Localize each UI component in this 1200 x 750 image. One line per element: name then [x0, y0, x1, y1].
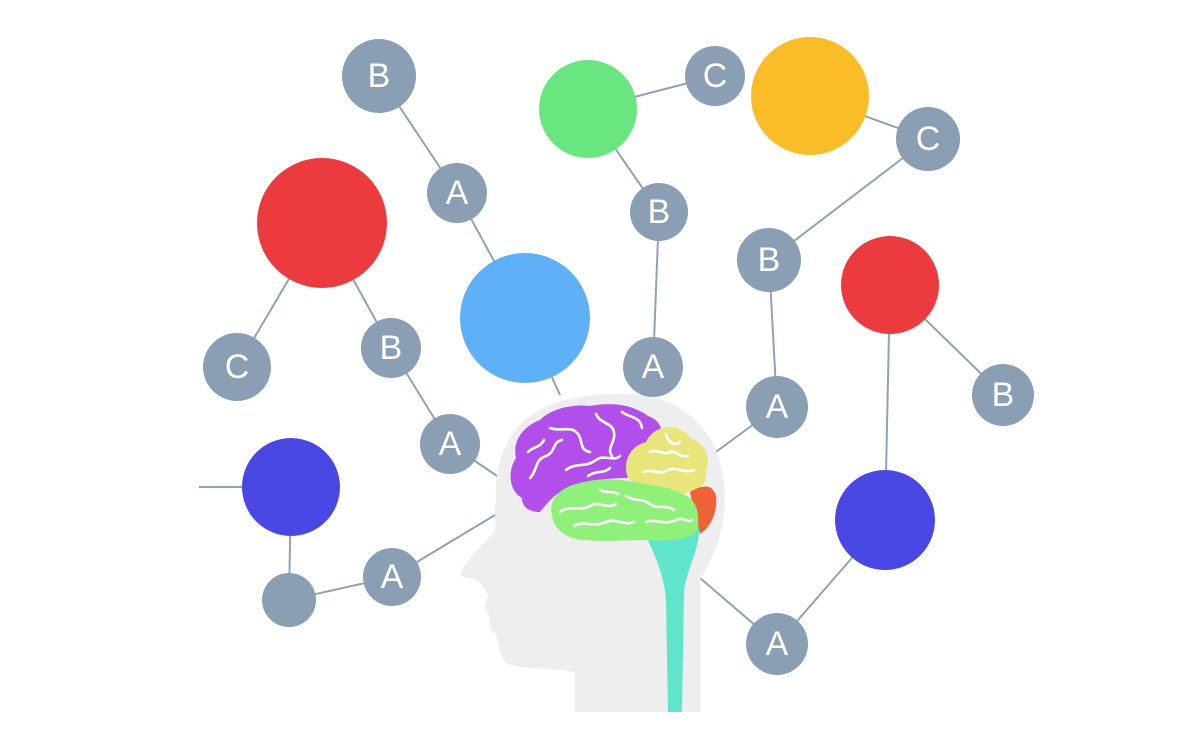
node-label: C — [703, 57, 728, 95]
node-a-center: A — [623, 337, 683, 397]
node-b-mid-left: B — [361, 318, 421, 378]
node-label: B — [368, 57, 391, 95]
node-label: B — [380, 329, 403, 367]
node-label: B — [648, 193, 671, 231]
node-label: A — [642, 348, 665, 386]
node-indigo-right — [835, 470, 935, 570]
brain-frontal-lobe — [510, 404, 662, 512]
node-label: B — [758, 241, 781, 279]
node-label: A — [381, 558, 404, 596]
nodes: B A C B A C — [203, 37, 1034, 675]
node-label: B — [992, 376, 1015, 414]
edge-c3-b4 — [768, 138, 929, 261]
node-a-bottom-left: A — [363, 548, 421, 606]
node-large-red — [257, 158, 387, 288]
node-a-bottom-right: A — [746, 613, 808, 675]
node-label: C — [225, 348, 250, 386]
head-illustration — [460, 393, 725, 712]
node-label: A — [766, 388, 789, 426]
brain-parietal-lobe — [626, 427, 709, 495]
node-b-far-right: B — [972, 364, 1034, 426]
node-c-left: C — [203, 333, 271, 401]
node-yellow — [751, 37, 869, 155]
node-b-center: B — [630, 183, 688, 241]
brain-folds — [526, 410, 696, 528]
brain-stem — [638, 520, 700, 712]
node-label: A — [446, 174, 469, 212]
node-c-top: C — [685, 46, 745, 106]
node-large-light-blue — [460, 253, 590, 383]
node-label: A — [439, 425, 462, 463]
brain-occipital-lobe — [690, 486, 717, 534]
node-c-top-right: C — [896, 107, 960, 171]
node-b-right: B — [737, 228, 801, 292]
node-green — [539, 60, 637, 158]
node-label: A — [766, 625, 789, 663]
node-blank — [262, 573, 316, 627]
node-a-mid-left: A — [420, 414, 480, 474]
node-indigo-left — [242, 438, 340, 536]
node-small-red — [841, 236, 939, 334]
node-a-right: A — [746, 376, 808, 438]
node-a-upper-left: A — [427, 163, 487, 223]
node-b-top-left: B — [342, 39, 416, 113]
brain-temporal-lobe — [551, 479, 699, 541]
node-label: C — [916, 120, 941, 158]
